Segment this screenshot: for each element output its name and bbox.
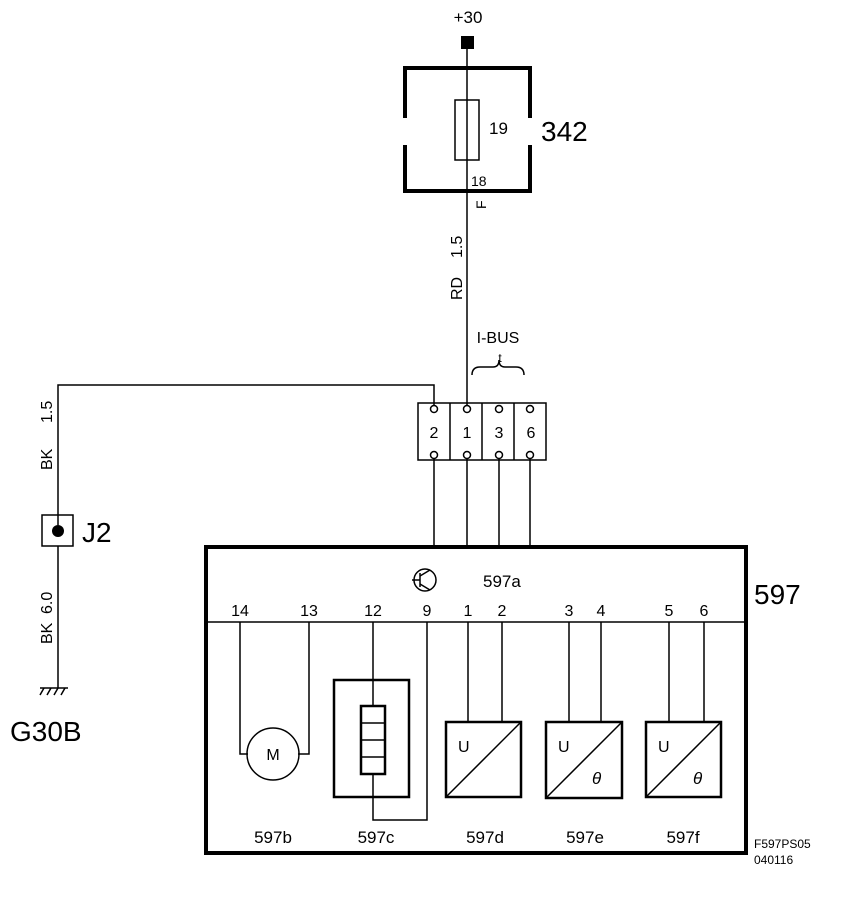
- module-pin: 6: [700, 603, 709, 620]
- ground-symbol: [39, 687, 68, 696]
- ground-wire-lower-size: 6.0: [39, 592, 56, 614]
- sensor-u-label: U: [558, 739, 570, 756]
- feed-wire-color: RD: [449, 277, 466, 300]
- module-pin: 3: [565, 603, 574, 620]
- component-label: 597b: [254, 828, 292, 847]
- connector-pin: 3: [495, 425, 504, 442]
- module-pin: 14: [231, 603, 249, 620]
- motor-circuit: [239, 622, 310, 781]
- temperature-sensor-597f: [644, 622, 723, 799]
- connector-pin: 2: [430, 425, 439, 442]
- supply-label: +30: [454, 8, 483, 27]
- reference-code: F597PS05: [754, 837, 811, 851]
- connector-pin: 6: [527, 425, 536, 442]
- ground-label: G30B: [10, 716, 82, 747]
- connector-pin: 1: [463, 425, 472, 442]
- module-pin: 2: [498, 603, 507, 620]
- ground-wire-upper-size: 1.5: [39, 401, 56, 423]
- sensor-u-label: U: [458, 739, 470, 756]
- module-pin: 1: [464, 603, 473, 620]
- temperature-sensor-597e: [544, 622, 624, 800]
- connector: [417, 402, 547, 461]
- fuse-number: 19: [489, 119, 508, 138]
- ground-wire-upper-color: BK: [39, 448, 56, 470]
- component-label: 597c: [358, 828, 395, 847]
- sensor-theta-label: θ: [592, 769, 602, 788]
- module-pin: 9: [423, 603, 432, 620]
- component-label: 597d: [466, 828, 504, 847]
- supply-terminal: [461, 36, 474, 49]
- bus-small-label: t: [498, 351, 502, 365]
- component-label: 597e: [566, 828, 604, 847]
- module-box: [204, 545, 748, 855]
- module-pin: 12: [364, 603, 382, 620]
- bus-brace: [471, 359, 525, 376]
- feed-wire-size: 1.5: [449, 236, 466, 258]
- reference-date: 040116: [754, 853, 793, 867]
- module-pin: 5: [665, 603, 674, 620]
- motor-label: M: [266, 747, 279, 764]
- fuse-box: [403, 66, 532, 193]
- module-sub-id: 597a: [483, 572, 521, 591]
- component-label: 597f: [666, 828, 699, 847]
- heater-circuit: [332, 622, 428, 821]
- module-pin: 13: [300, 603, 318, 620]
- voltage-converter-597d: [444, 622, 523, 799]
- fuse-pin-code: F: [473, 200, 489, 209]
- module-id: 597: [754, 579, 801, 610]
- splice-dot: [52, 525, 64, 537]
- transistor-icon: [412, 568, 437, 592]
- fuse-element: [454, 99, 480, 161]
- fuse-box-id: 342: [541, 116, 588, 147]
- sensor-theta-label: θ: [693, 769, 703, 788]
- bus-label: I-BUS: [477, 330, 520, 347]
- ground-wire-lower-color: BK: [39, 622, 56, 644]
- module-pin: 4: [597, 603, 606, 620]
- motor-icon: [246, 727, 300, 781]
- sensor-u-label: U: [658, 739, 670, 756]
- splice-label: J2: [82, 517, 112, 548]
- fuse-pin: 18: [471, 173, 487, 189]
- ground-wire-upper: [57, 384, 435, 525]
